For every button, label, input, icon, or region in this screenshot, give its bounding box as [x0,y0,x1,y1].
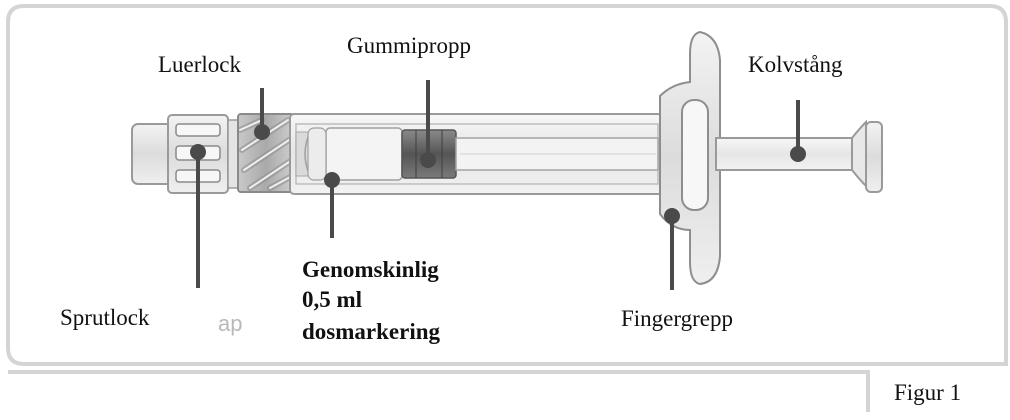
finger-grip-shape [659,30,721,286]
label-genomskinlig-line2: 0,5 ml [302,287,363,312]
leader-lines [190,80,806,290]
label-fingergrepp: Fingergrepp [621,306,734,331]
label-kolvstang: Kolvstång [748,52,843,77]
ghost-text: ap [218,311,243,336]
label-genomskinlig-line3: dosmarkering [302,319,440,344]
syringe [131,30,883,286]
label-luerlock: Luerlock [158,52,242,77]
caption-tab-border [8,370,870,412]
plunger-rod-inner [455,137,659,171]
figure-caption: Figur 1 [894,380,962,405]
tip-cap-shape [131,114,229,194]
label-genomskinlig-line1: Genomskinlig [302,257,439,282]
label-sprutlock: Sprutlock [60,305,150,330]
plunger-rod-outer [715,119,883,193]
label-gummipropp: Gummipropp [347,33,471,58]
frame-border [6,4,1008,366]
